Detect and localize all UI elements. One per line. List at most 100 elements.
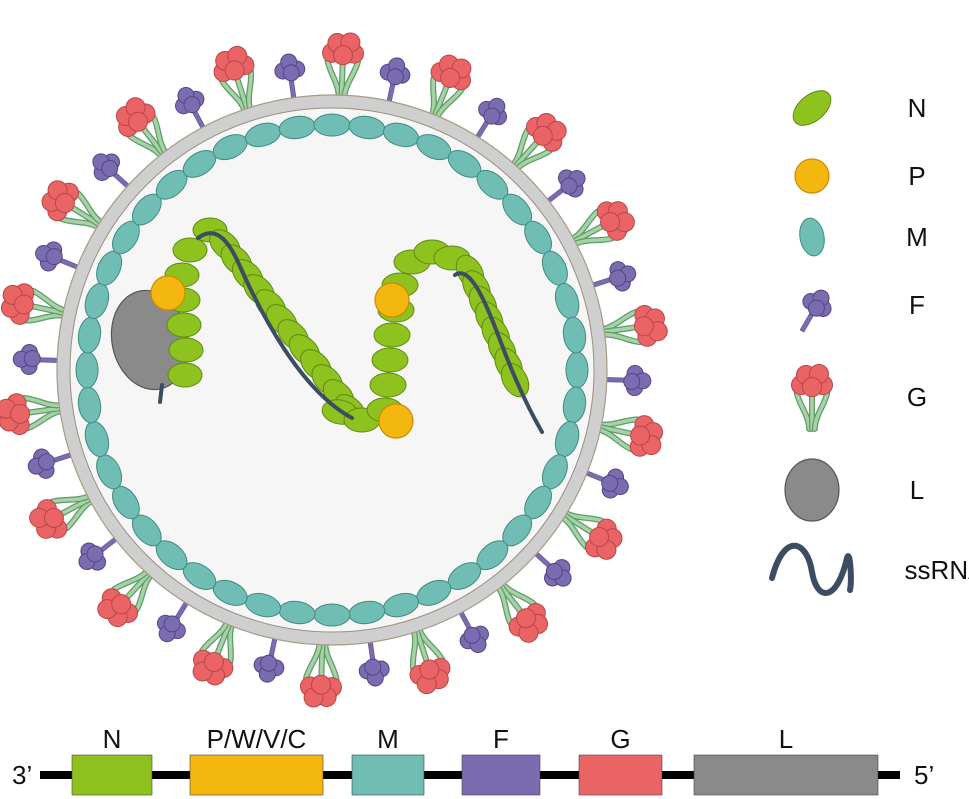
genome-5prime-label: 5’ bbox=[914, 760, 934, 790]
f-glycoprotein bbox=[604, 365, 652, 397]
g-glycoprotein bbox=[428, 54, 472, 121]
f-head bbox=[27, 448, 55, 479]
legend-label-m: M bbox=[906, 222, 928, 252]
g-head bbox=[584, 518, 623, 560]
f-head bbox=[35, 241, 63, 272]
g-glycoprotein bbox=[0, 393, 66, 436]
ssrna-icon bbox=[769, 542, 854, 596]
f-head bbox=[78, 542, 107, 571]
f-head bbox=[601, 468, 629, 499]
f-glycoprotein bbox=[457, 609, 489, 654]
g-glycoprotein bbox=[559, 509, 623, 560]
g-glycoprotein bbox=[598, 304, 668, 347]
f-glycoprotein-icon bbox=[799, 289, 832, 333]
n-protein bbox=[373, 322, 411, 348]
f-head bbox=[478, 97, 508, 126]
g-glycoprotein bbox=[115, 97, 170, 160]
f-head bbox=[379, 57, 411, 86]
n-protein bbox=[166, 312, 202, 338]
n-protein bbox=[168, 337, 204, 363]
gene-label-m: M bbox=[377, 724, 399, 754]
f-head bbox=[12, 343, 41, 375]
g-stalks bbox=[793, 390, 831, 432]
p-protein-icon bbox=[794, 158, 830, 194]
gene-n bbox=[71, 754, 153, 796]
g-head bbox=[596, 201, 635, 241]
m-protein bbox=[562, 316, 587, 354]
gene-m bbox=[351, 754, 425, 796]
n-protein bbox=[371, 347, 409, 373]
g-glycoprotein bbox=[409, 625, 451, 695]
g-glycoprotein-icon bbox=[791, 364, 833, 432]
g-head bbox=[0, 393, 31, 436]
g-head bbox=[791, 364, 833, 397]
g-head bbox=[97, 588, 139, 628]
g-head bbox=[0, 283, 35, 325]
f-glycoprotein bbox=[379, 57, 411, 104]
legend-label-n: N bbox=[908, 93, 927, 123]
f-glycoprotein bbox=[92, 153, 131, 190]
m-protein-icon bbox=[799, 217, 825, 257]
n-protein bbox=[369, 372, 407, 398]
ssrna bbox=[196, 231, 354, 420]
g-head bbox=[213, 45, 255, 82]
g-head bbox=[115, 97, 156, 137]
gene-label-f: F bbox=[493, 724, 509, 754]
g-glycoprotein bbox=[41, 180, 105, 231]
f-glycoprotein bbox=[27, 448, 74, 479]
g-head bbox=[629, 415, 664, 457]
legend-label-ssrna: ssRNA bbox=[905, 555, 969, 585]
m-protein bbox=[313, 603, 351, 627]
ribonucleoprotein-core bbox=[110, 217, 544, 439]
g-glycoprotein bbox=[0, 283, 69, 325]
g-stalks bbox=[598, 308, 644, 346]
g-glycoprotein bbox=[568, 201, 635, 248]
f-glycoprotein bbox=[35, 241, 81, 272]
legend-label-g: G bbox=[907, 382, 927, 412]
legend-label-l: L bbox=[910, 475, 924, 505]
f-head bbox=[459, 625, 489, 654]
f-glycoprotein bbox=[175, 86, 207, 131]
g-glycoprotein bbox=[29, 492, 96, 539]
legend: NPMFGLssRNA bbox=[769, 90, 969, 596]
f-head bbox=[175, 86, 205, 115]
gene-label-n: N bbox=[103, 724, 122, 754]
f-glycoprotein bbox=[545, 169, 586, 205]
g-glycoprotein bbox=[509, 112, 567, 172]
matrix-protein-layer bbox=[75, 113, 589, 627]
ssrna-end bbox=[534, 418, 544, 434]
p-protein bbox=[150, 275, 186, 311]
f-head bbox=[609, 261, 637, 292]
n-protein bbox=[172, 237, 208, 263]
g-stalks bbox=[20, 394, 66, 432]
g-head bbox=[430, 54, 472, 91]
f-head bbox=[557, 169, 586, 198]
gene-l bbox=[693, 754, 879, 796]
f-head bbox=[358, 658, 390, 687]
g-head bbox=[29, 499, 68, 539]
gene-p bbox=[189, 754, 324, 796]
g-stalks bbox=[110, 568, 155, 613]
f-head bbox=[253, 654, 285, 683]
legend-label-p: P bbox=[908, 161, 925, 191]
g-stalks bbox=[324, 57, 361, 101]
g-head bbox=[409, 658, 451, 695]
g-head bbox=[322, 32, 365, 66]
m-protein bbox=[313, 113, 351, 137]
f-glycoprotein bbox=[274, 53, 306, 101]
f-head bbox=[274, 53, 306, 82]
f-glycoprotein bbox=[590, 261, 637, 292]
m-protein bbox=[565, 351, 589, 389]
g-glycoprotein bbox=[595, 415, 664, 457]
f-head bbox=[802, 289, 832, 318]
p-protein bbox=[378, 403, 414, 439]
f-head bbox=[156, 614, 186, 643]
g-head bbox=[299, 674, 342, 708]
f-glycoprotein bbox=[583, 468, 629, 499]
f-glycoprotein bbox=[12, 343, 60, 375]
f-head bbox=[623, 365, 652, 397]
gene-label-p: P/W/V/C bbox=[207, 724, 307, 754]
g-glycoprotein bbox=[213, 45, 255, 115]
